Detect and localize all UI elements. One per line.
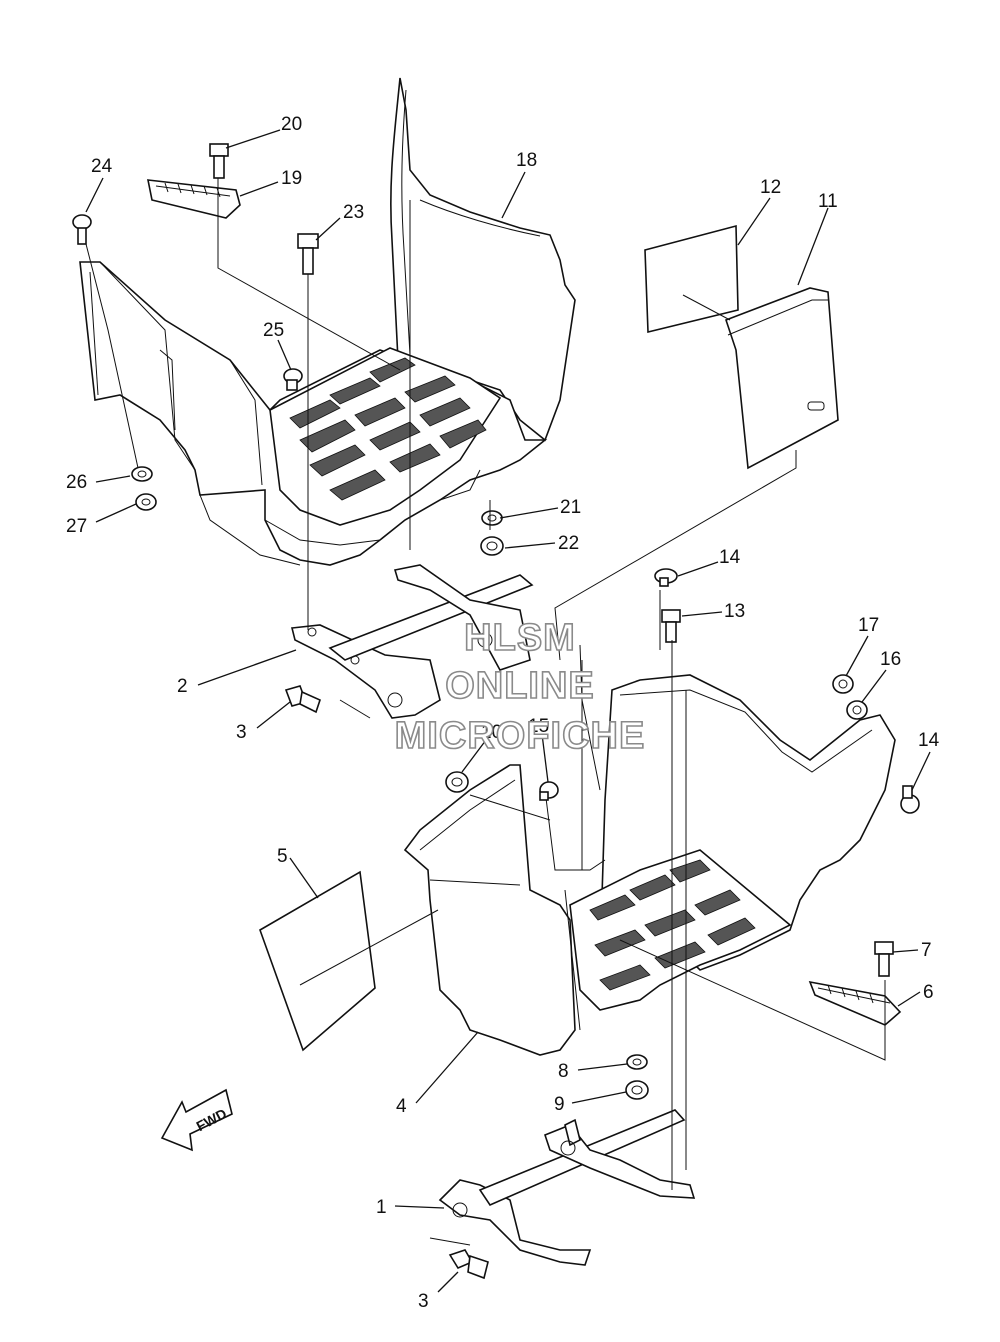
callout-3-upper: 3 [236, 722, 247, 743]
callout-25: 25 [263, 320, 284, 341]
callout-17: 17 [858, 615, 879, 636]
callout-2: 2 [177, 676, 188, 697]
callout-10: 10 [481, 722, 502, 743]
lower-footrest-assembly [403, 644, 896, 1056]
nut-17 [832, 674, 854, 694]
callout-8: 8 [558, 1061, 569, 1082]
bolt-25 [283, 368, 303, 391]
bolt-3-upper [284, 685, 321, 714]
callout-6: 6 [923, 982, 934, 1003]
callout-15: 15 [528, 716, 549, 737]
bolt-3-lower [448, 1249, 489, 1280]
nut-22 [480, 536, 504, 556]
callout-5: 5 [277, 846, 288, 867]
callout-22: 22 [558, 533, 579, 554]
callout-11: 11 [818, 191, 838, 212]
nut-9 [625, 1080, 649, 1100]
callout-14-top: 14 [719, 547, 741, 568]
washer-16 [846, 700, 868, 720]
step-plate-6 [808, 980, 902, 1026]
callout-16: 16 [880, 649, 901, 670]
screw-15 [539, 781, 559, 801]
label-5 [259, 870, 376, 1052]
callout-12: 12 [760, 177, 781, 198]
screw-14-right [900, 785, 920, 814]
callout-21: 21 [560, 497, 581, 518]
callout-19: 19 [281, 168, 302, 189]
upper-footrest-assembly [79, 77, 576, 566]
callout-numbers: 20 24 19 18 23 12 11 25 26 21 27 22 14 1… [66, 114, 940, 1312]
bolt-20 [209, 143, 229, 179]
callout-24: 24 [91, 156, 113, 177]
callout-27: 27 [66, 516, 87, 537]
callout-4: 4 [396, 1096, 407, 1117]
nut-10 [445, 771, 469, 793]
nut-27 [135, 493, 157, 511]
cover-11 [724, 287, 839, 470]
callout-3-lower: 3 [418, 1291, 429, 1312]
bolt-24 [72, 214, 92, 245]
callout-23: 23 [343, 202, 364, 223]
washer-26 [131, 466, 153, 482]
bolt-7 [874, 941, 894, 977]
alignment-lines [85, 178, 886, 1246]
bolt-13 [661, 609, 681, 643]
callout-9: 9 [554, 1094, 565, 1115]
callout-1: 1 [376, 1197, 387, 1218]
callout-13: 13 [724, 601, 745, 622]
callout-leaders [85, 129, 931, 1293]
label-12 [644, 224, 739, 334]
callout-18: 18 [516, 150, 537, 171]
callout-14-right: 14 [918, 730, 940, 751]
watermark-line-3: MICROFICHE [395, 715, 646, 757]
watermark-line-1: HLSM [464, 617, 576, 659]
footrest-stay-2 [291, 564, 534, 719]
screw-14-top [654, 568, 678, 587]
washer-8 [626, 1054, 648, 1070]
footrest-stay-1 [438, 1109, 696, 1266]
watermark: HLSM ONLINE MICROFICHE [394, 616, 646, 758]
callout-7: 7 [921, 940, 932, 961]
callout-26: 26 [66, 472, 87, 493]
callout-20: 20 [281, 114, 302, 135]
washer-21 [481, 510, 503, 526]
watermark-line-2: ONLINE [445, 665, 595, 707]
